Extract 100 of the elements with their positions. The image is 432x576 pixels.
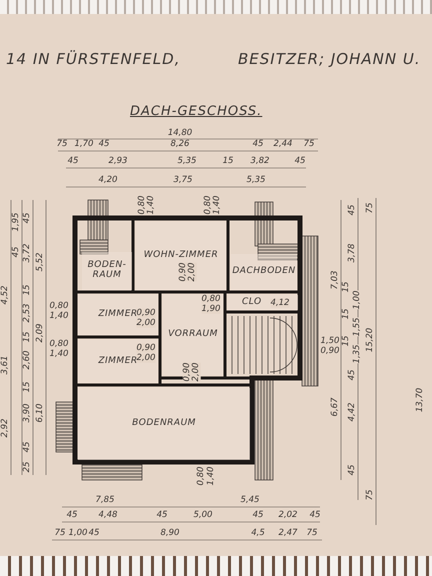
dimension-label: 2,09 bbox=[36, 324, 44, 342]
room bbox=[78, 388, 250, 460]
dimension-label: 75 bbox=[306, 528, 318, 538]
dimension-label: 13,70 bbox=[416, 388, 424, 412]
dimension-label: 45 bbox=[294, 156, 306, 166]
dimension-label: 3,78 bbox=[348, 244, 356, 262]
dimension-label: 45 bbox=[98, 140, 110, 148]
dimension-label: 2,02 bbox=[278, 510, 298, 520]
dimension-label: 3,75 bbox=[174, 176, 192, 184]
dimension-label: 1,95 bbox=[12, 212, 20, 232]
dimension-label: 4,5 bbox=[251, 528, 265, 538]
room-name: VORRAUM bbox=[168, 330, 218, 340]
room-name: CLO bbox=[242, 298, 262, 308]
dimension-label: 4,12 bbox=[270, 298, 290, 308]
dimension-label: 45 bbox=[22, 212, 32, 224]
dimension-label: 45 bbox=[348, 464, 356, 476]
dimension-label: 2,47 bbox=[278, 528, 298, 538]
header-text: 14 IN FÜRSTENFELD, bbox=[6, 52, 180, 67]
dimension-label: 5,45 bbox=[240, 496, 260, 504]
room bbox=[136, 222, 226, 290]
dimension-label: 6,10 bbox=[36, 404, 44, 422]
dimension-label: 15 bbox=[22, 382, 32, 392]
dimension-label: 75 bbox=[304, 140, 314, 148]
dimension-label: 14,80 bbox=[168, 128, 192, 138]
dimension-label: 1,00 bbox=[352, 290, 362, 310]
dimension-label: 1,40 bbox=[146, 196, 156, 214]
dimension-label: 45 bbox=[68, 156, 78, 166]
dimension-label: 75 bbox=[366, 490, 374, 500]
room-name: ZIMMER bbox=[98, 310, 138, 320]
dimension-label: 1,35 bbox=[352, 344, 362, 364]
room-name: BODEN-RAUM bbox=[87, 261, 127, 281]
dimension-label: 6,67 bbox=[330, 398, 340, 416]
dimension-label: 45 bbox=[310, 510, 320, 520]
dimension-label: 15 bbox=[342, 336, 350, 346]
dimension-label: 15 bbox=[22, 332, 32, 342]
dimension-label: 0,80 bbox=[50, 302, 68, 310]
dimension-label: 3,72 bbox=[22, 244, 32, 262]
dimension-label: 3,61 bbox=[0, 356, 10, 374]
dimension-label: 2,60 bbox=[22, 350, 32, 370]
dimension-label: 0,90 bbox=[178, 262, 188, 282]
plan-title: DACH-GESCHOSS. bbox=[130, 104, 262, 119]
dimension-label: 15 bbox=[342, 282, 350, 292]
dimension-label: 15,20 bbox=[366, 328, 374, 352]
dimension-label: 45 bbox=[348, 370, 356, 380]
room bbox=[78, 340, 158, 383]
dimension-label: 25 bbox=[22, 462, 32, 472]
dimension-label: 2,92 bbox=[0, 418, 10, 438]
room-name: BODENRAUM bbox=[132, 419, 196, 429]
dimension-label: 2,00 bbox=[136, 354, 156, 362]
dimension-label: 45 bbox=[252, 510, 264, 520]
dimension-label: 5,35 bbox=[178, 156, 196, 166]
dimension-label: 5,52 bbox=[36, 252, 44, 272]
dimension-label: 1,50 bbox=[320, 336, 340, 346]
dimension-label: 45 bbox=[66, 510, 78, 520]
dimension-label: 1,40 bbox=[50, 350, 68, 358]
header-text: BESITZER; JOHANN U. bbox=[238, 52, 421, 67]
dimension-label: 3,82 bbox=[250, 156, 270, 166]
dimension-label: 0,80 bbox=[202, 294, 220, 304]
dimension-label: 1,55 bbox=[352, 318, 362, 336]
dimension-label: 45 bbox=[156, 510, 168, 520]
dimension-label: 7,03 bbox=[330, 270, 340, 290]
dimension-label: 4,42 bbox=[348, 402, 356, 422]
dimension-label: 15 bbox=[22, 284, 32, 296]
dimension-label: 2,00 bbox=[192, 362, 200, 382]
dimension-label: 45 bbox=[22, 442, 32, 452]
dimension-label: 4,48 bbox=[98, 510, 118, 520]
dimension-label: 0,80 bbox=[204, 196, 212, 214]
dimension-label: 2,00 bbox=[188, 262, 196, 282]
dimension-label: 75 bbox=[56, 140, 68, 148]
dimension-label: 7,85 bbox=[96, 496, 114, 504]
room-name: WOHN-ZIMMER bbox=[144, 251, 218, 261]
dimension-label: 45 bbox=[88, 528, 100, 538]
dimension-label: 8,26 bbox=[170, 140, 190, 148]
dimension-label: 0,80 bbox=[196, 466, 206, 486]
dimension-label: 0,90 bbox=[136, 308, 156, 318]
dimension-label: 2,53 bbox=[22, 304, 32, 322]
dimension-label: 0,90 bbox=[320, 346, 340, 356]
dimension-label: 2,00 bbox=[136, 318, 156, 328]
room bbox=[82, 252, 132, 290]
dimension-label: 75 bbox=[366, 202, 374, 214]
dimension-label: 2,93 bbox=[108, 156, 128, 166]
dimension-label: 0,80 bbox=[138, 196, 146, 214]
dimension-label: 45 bbox=[12, 246, 20, 258]
dimension-label: 0,80 bbox=[50, 340, 68, 348]
room-name: DACHBODEN bbox=[232, 267, 296, 277]
dimension-label: 1,40 bbox=[212, 196, 222, 214]
room bbox=[78, 295, 158, 335]
dimension-label: 75 bbox=[54, 528, 66, 538]
dimension-label: 5,00 bbox=[194, 510, 212, 520]
dimension-label: 15 bbox=[222, 156, 234, 166]
dimension-label: 0,90 bbox=[182, 362, 192, 382]
dimension-label: 1,00 bbox=[68, 528, 88, 538]
dimension-label: 4,20 bbox=[98, 176, 118, 184]
dimension-label: 2,44 bbox=[274, 140, 292, 148]
room-name: ZIMMER bbox=[98, 356, 138, 366]
room bbox=[231, 254, 297, 290]
dimension-label: 4,52 bbox=[0, 286, 10, 304]
dimension-label: 0,90 bbox=[136, 344, 156, 352]
dimension-label: 45 bbox=[252, 140, 264, 148]
dimension-label: 5,35 bbox=[246, 176, 266, 184]
